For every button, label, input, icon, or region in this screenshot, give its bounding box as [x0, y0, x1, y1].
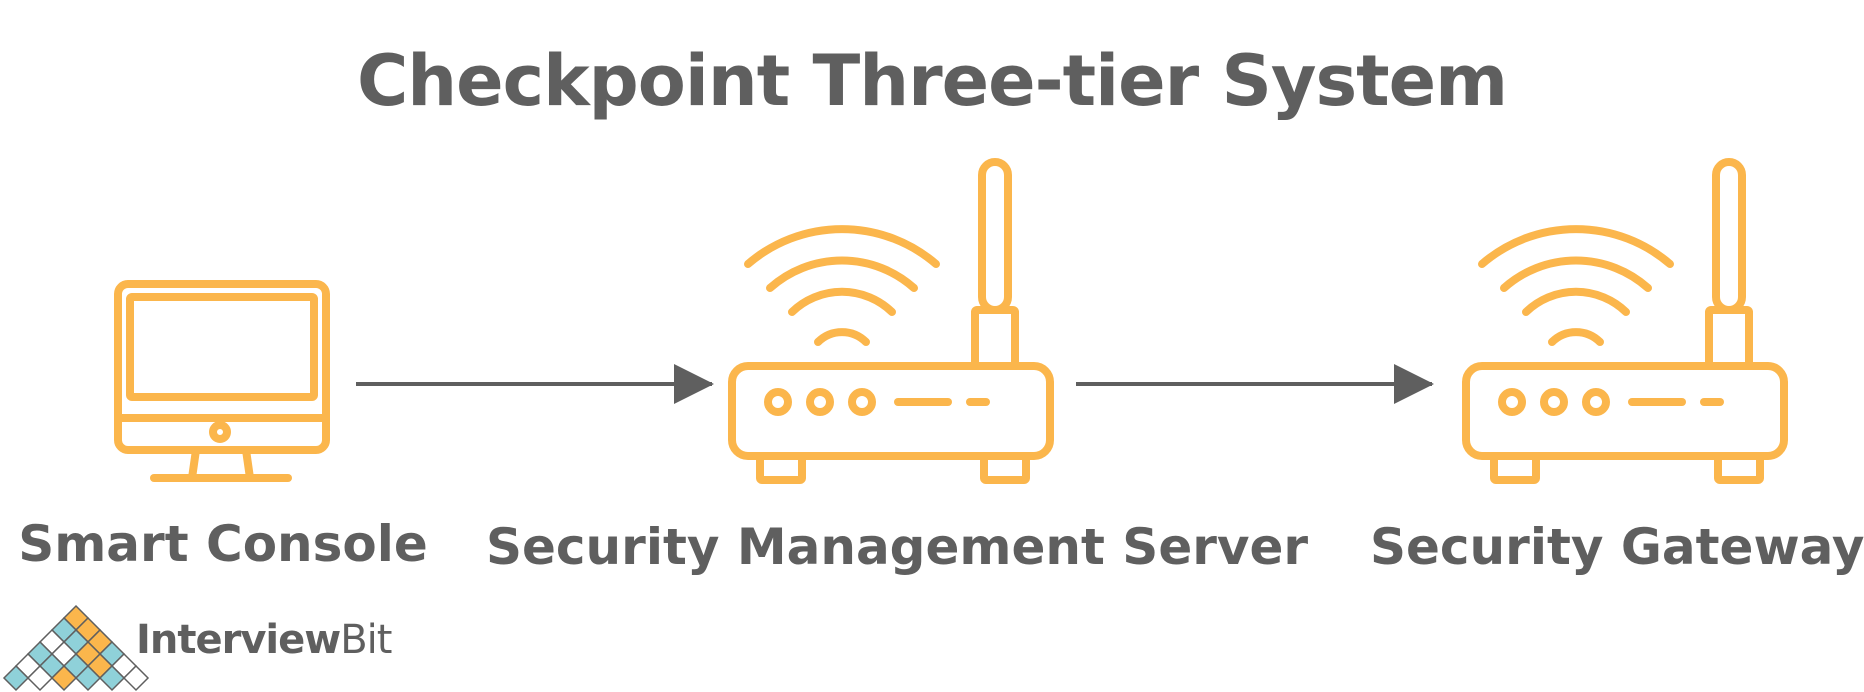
brand-part-bit: Bit	[340, 617, 392, 663]
node-label-security-management-server: Security Management Server	[486, 518, 1309, 576]
router-icon	[728, 158, 1054, 484]
logo-diamond	[74, 664, 102, 692]
logo-diamond	[98, 664, 126, 692]
monitor-icon	[114, 280, 330, 482]
node-label-security-gateway: Security Gateway	[1370, 518, 1864, 576]
logo-diamond	[50, 664, 78, 692]
logo-diamond	[2, 664, 30, 692]
diagram-title: Checkpoint Three-tier System	[356, 40, 1508, 122]
interviewbit-logo-icon	[2, 604, 150, 692]
node-label-smart-console: Smart Console	[18, 515, 428, 573]
logo-diamond	[122, 664, 150, 692]
logo-diamond	[26, 664, 54, 692]
brand-wordmark: InterviewBit	[136, 614, 392, 666]
brand-part-interview: Interview	[136, 617, 341, 663]
router-icon	[1462, 158, 1788, 484]
